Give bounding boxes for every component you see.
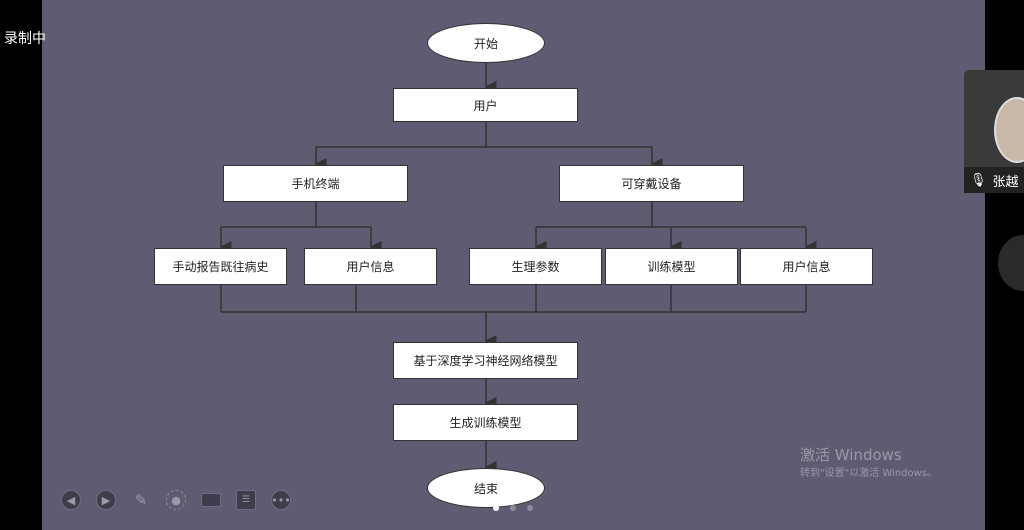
flow-wear-user-info: 用户信息 (740, 248, 873, 285)
camera-icon[interactable] (201, 493, 221, 507)
pager-dot[interactable] (527, 505, 533, 511)
flow-train-model: 训练模型 (605, 248, 738, 285)
focus-icon[interactable]: ● (166, 490, 186, 510)
activation-watermark-title: 激活 Windows (800, 446, 902, 464)
more-icon[interactable]: ••• (271, 490, 291, 510)
microphone-icon: 🎙 (970, 172, 987, 188)
comment-icon[interactable]: ☰ (236, 490, 256, 510)
participant-name: 张越 (992, 174, 1019, 190)
activation-watermark-subtitle: 转到"设置"以激活 Windows。 (800, 468, 938, 479)
next-slide-icon[interactable]: ▶ (96, 490, 116, 510)
prev-slide-icon[interactable]: ◀ (61, 490, 81, 510)
participant-avatar (994, 97, 1024, 163)
flow-phone-user-info: 用户信息 (304, 248, 437, 285)
participant-label: 🎙 张越 (964, 167, 1024, 193)
flow-phone: 手机终端 (223, 165, 408, 202)
pen-icon[interactable]: ✎ (134, 491, 148, 509)
flow-generate: 生成训练模型 (393, 404, 578, 441)
flow-end: 结束 (427, 468, 545, 508)
recording-indicator: 录制中 (4, 31, 46, 47)
pager-dot-active[interactable] (493, 505, 499, 511)
flow-physio: 生理参数 (469, 248, 602, 285)
flow-manual-history: 手动报告既往病史 (154, 248, 287, 285)
flow-user: 用户 (393, 88, 578, 122)
flow-start: 开始 (427, 23, 545, 63)
flow-deep-learning: 基于深度学习神经网络模型 (393, 342, 578, 379)
flow-wearable: 可穿戴设备 (559, 165, 744, 202)
pager-dot[interactable] (510, 505, 516, 511)
